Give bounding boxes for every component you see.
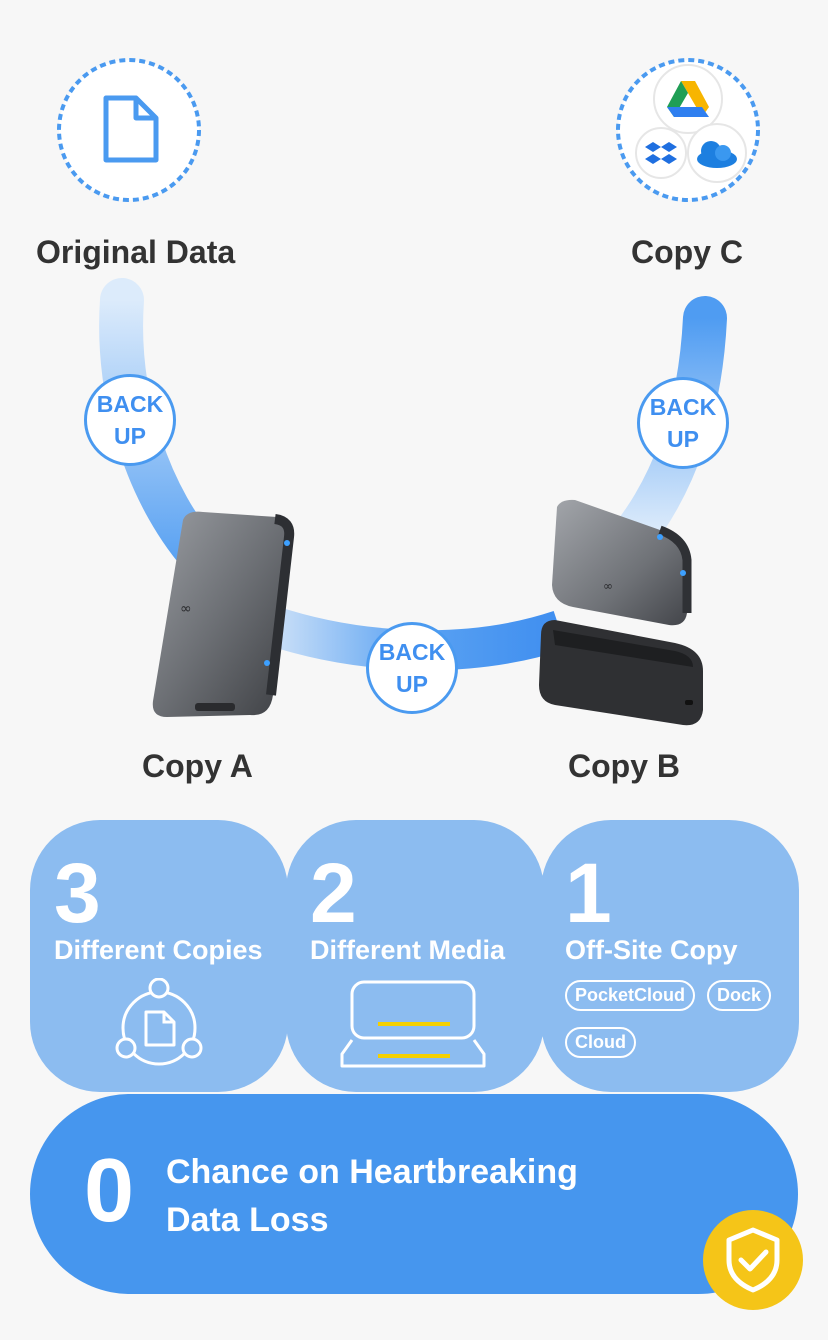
copy-b-label: Copy B — [568, 748, 680, 784]
backup-bubble-bottom: BACK UP — [366, 622, 458, 714]
backup-line2: UP — [114, 423, 146, 449]
card-title: Different Copies — [54, 935, 263, 965]
backup-line2: UP — [667, 426, 699, 452]
backup-line1: BACK — [96, 391, 164, 417]
logo-icon: ∞ — [180, 601, 192, 617]
dropbox-icon — [645, 142, 677, 164]
tag-pocketcloud: PocketCloud — [565, 980, 696, 1011]
shield-check-icon — [703, 1210, 803, 1310]
card-offsite: 1 Off-Site Copy PocketCloud Dock Cloud — [541, 820, 799, 1092]
media-icon — [340, 980, 486, 1068]
copy-c-badge — [616, 58, 760, 202]
backup-line1: BACK — [649, 394, 717, 420]
google-drive-icon — [667, 81, 709, 117]
card-number: 2 — [310, 846, 357, 940]
summary-text: Chance on Heartbreaking Data Loss — [166, 1148, 578, 1244]
backup-line2: UP — [396, 671, 428, 697]
card-title: Different Media — [310, 935, 506, 965]
copies-icon — [115, 978, 203, 1066]
summary-line2: Data Loss — [166, 1201, 329, 1239]
copy-a-device: ∞ — [152, 511, 295, 717]
card-number: 3 — [54, 846, 101, 940]
onedrive-icon — [697, 141, 737, 168]
card-media: 2 Different Media — [286, 820, 544, 1092]
card-copies: 3 Different Copies — [30, 820, 288, 1092]
summary-banner: 0 Chance on Heartbreaking Data Loss — [30, 1094, 798, 1294]
card-title: Off-Site Copy — [565, 935, 738, 965]
copy-a-label: Copy A — [142, 748, 253, 784]
summary-line1: Chance on Heartbreaking — [166, 1153, 578, 1191]
backup-bubble-left: BACK UP — [84, 374, 176, 466]
copy-b-device: ∞ — [539, 499, 703, 726]
card-number: 1 — [565, 846, 612, 940]
backup-bubble-right: BACK UP — [637, 377, 729, 469]
original-data-label: Original Data — [36, 234, 236, 270]
document-icon — [103, 95, 159, 163]
tag-cloud: Cloud — [565, 1027, 636, 1058]
summary-number: 0 — [84, 1141, 135, 1241]
tag-dock: Dock — [707, 980, 772, 1011]
original-data-badge — [57, 58, 201, 202]
copy-c-label: Copy C — [631, 234, 743, 270]
logo-icon: ∞ — [603, 579, 613, 593]
backup-line1: BACK — [378, 639, 446, 665]
